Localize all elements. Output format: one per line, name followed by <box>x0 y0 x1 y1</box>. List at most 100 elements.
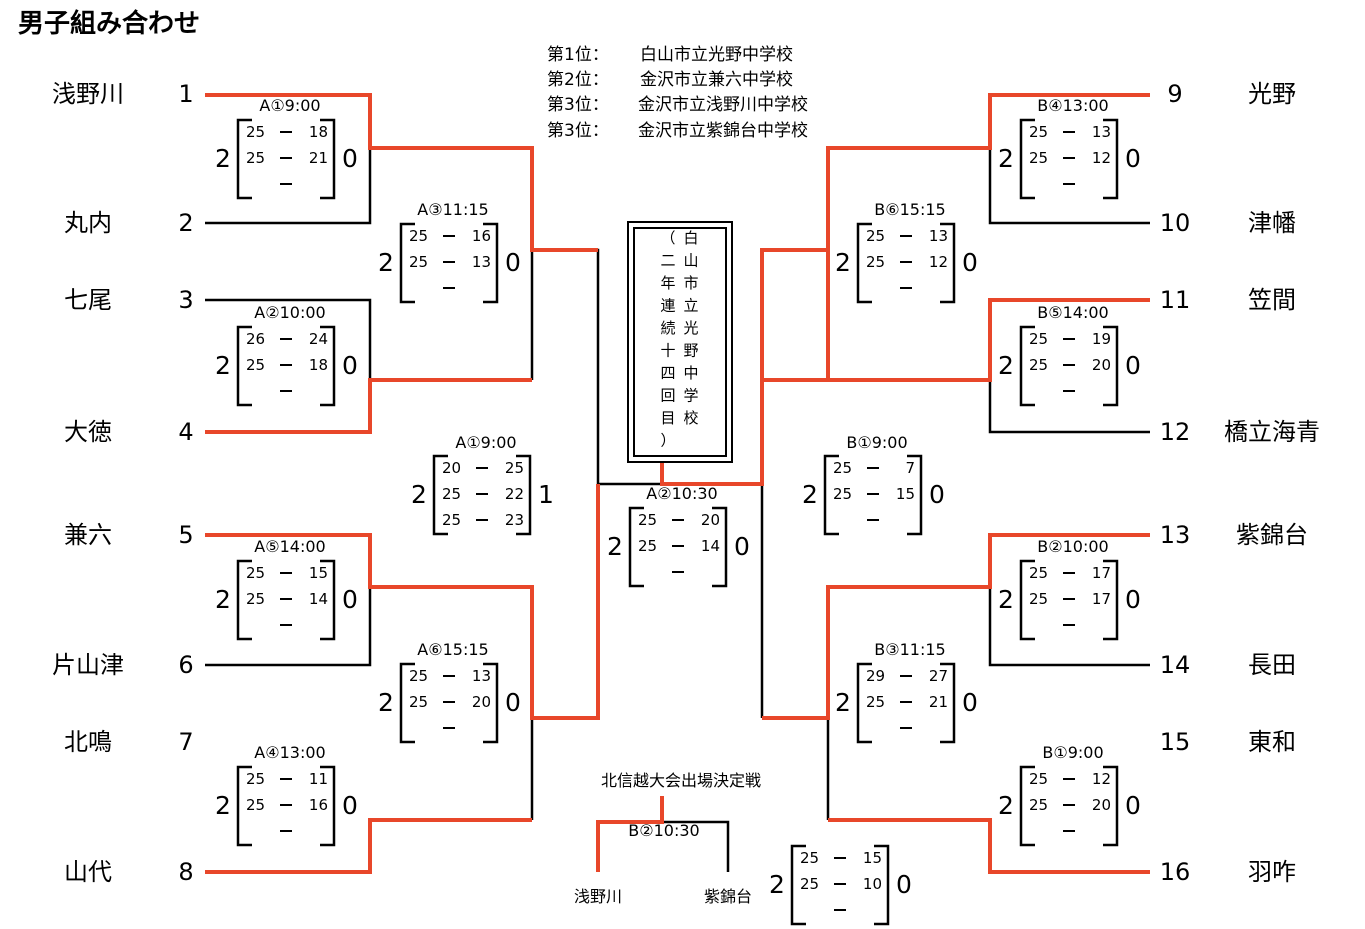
set-score-right: 15 <box>863 849 882 867</box>
sets-won-right: 0 <box>1125 585 1141 614</box>
sets-won-left: 2 <box>998 144 1014 173</box>
set-score-left: 25 <box>833 459 852 477</box>
vertical-char: 四 <box>660 364 675 382</box>
seed-number: 14 <box>1160 651 1191 679</box>
sets-won-left: 2 <box>411 480 427 509</box>
seed-number: 2 <box>178 209 193 237</box>
set-score-left: 25 <box>442 511 461 529</box>
sets-won-left: 2 <box>215 791 231 820</box>
ranking-school: 金沢市立兼六中学校 <box>640 70 793 90</box>
score-bracket-right <box>1103 765 1119 847</box>
score-bracket-right <box>874 844 890 926</box>
sets-won-right: 0 <box>505 248 521 277</box>
seed-number: 13 <box>1160 521 1191 549</box>
set-score-right: 7 <box>905 459 915 477</box>
score-bracket-right <box>907 454 923 536</box>
sets-won-right: 0 <box>734 532 750 561</box>
sets-won-left: 2 <box>835 688 851 717</box>
sets-won-right: 1 <box>538 480 554 509</box>
sets-won-left: 2 <box>769 870 785 899</box>
playoff-title: 北信越大会出場決定戦 <box>601 771 761 790</box>
set-score-left: 25 <box>246 149 265 167</box>
set-score-right: 13 <box>929 227 948 245</box>
vertical-char: 白 <box>683 229 698 247</box>
set-score-right: 17 <box>1092 564 1111 582</box>
set-score-left: 25 <box>246 564 265 582</box>
seed-number: 9 <box>1167 80 1182 108</box>
set-score-right: 12 <box>1092 149 1111 167</box>
score-bracket-right <box>940 222 956 304</box>
set-score-right: 20 <box>701 511 720 529</box>
set-score-right: 19 <box>1092 330 1111 348</box>
score-bracket-right <box>483 222 499 304</box>
set-score-left: 25 <box>833 485 852 503</box>
vertical-char: 回 <box>660 387 675 405</box>
match-label: B③11:15 <box>874 640 945 659</box>
set-score-right: 12 <box>929 253 948 271</box>
sets-won-right: 0 <box>342 144 358 173</box>
set-score-left: 25 <box>246 123 265 141</box>
team-name: 兼六 <box>64 521 112 549</box>
vertical-char: 山 <box>683 252 698 270</box>
right-teams: 9 光野 10 津幡 11 笠間 12 橋立海青 13 紫錦台 14 長田 15… <box>1160 80 1320 886</box>
set-score-left: 25 <box>638 537 657 555</box>
score-bracket-right <box>712 506 728 588</box>
set-score-right: 13 <box>472 667 491 685</box>
match-label: A⑤14:00 <box>254 537 325 556</box>
set-score-right: 11 <box>309 770 328 788</box>
set-score-right: 22 <box>505 485 524 503</box>
set-score-left: 25 <box>866 227 885 245</box>
sets-won-left: 2 <box>802 480 818 509</box>
team-name: 東和 <box>1248 728 1296 756</box>
sets-won-right: 0 <box>1125 144 1141 173</box>
sets-won-left: 2 <box>998 585 1014 614</box>
set-score-right: 21 <box>929 693 948 711</box>
ranking-place: 第1位： <box>547 45 609 65</box>
vertical-char: 光 <box>683 319 698 337</box>
set-score-right: 20 <box>1092 796 1111 814</box>
vertical-char: 野 <box>683 342 698 360</box>
set-score-right: 13 <box>1092 123 1111 141</box>
score-bracket-right <box>1103 559 1119 641</box>
score-bracket-left <box>856 662 872 744</box>
rankings: 第1位： 白山市立光野中学校 第2位： 金沢市立兼六中学校 第3位： 金沢市立浅… <box>547 45 808 141</box>
team-name: 七尾 <box>64 286 112 314</box>
score-bracket-left <box>236 325 252 407</box>
score-bracket-left <box>1019 559 1035 641</box>
set-score-left: 25 <box>866 693 885 711</box>
set-score-left: 25 <box>442 485 461 503</box>
sets-won-left: 2 <box>378 688 394 717</box>
sets-won-left: 2 <box>835 248 851 277</box>
ranking-place: 第2位： <box>547 70 609 90</box>
match-label: B①9:00 <box>846 433 907 452</box>
sets-won-right: 0 <box>342 791 358 820</box>
sets-won-right: 0 <box>342 351 358 380</box>
score-bracket-left <box>790 844 806 926</box>
vertical-char: 中 <box>683 364 698 382</box>
sets-won-left: 2 <box>215 351 231 380</box>
score-bracket-right <box>320 118 336 200</box>
sets-won-right: 0 <box>1125 791 1141 820</box>
match-label: B④13:00 <box>1037 96 1108 115</box>
seed-number: 6 <box>178 651 193 679</box>
score-bracket-left <box>628 506 644 588</box>
score-bracket-left <box>856 222 872 304</box>
seed-number: 12 <box>1160 418 1191 446</box>
team-name: 光野 <box>1248 80 1296 108</box>
score-bracket-right <box>516 454 532 536</box>
sets-won-left: 2 <box>215 144 231 173</box>
set-score-left: 20 <box>442 459 461 477</box>
vertical-char: 連 <box>660 297 675 315</box>
score-bracket-right <box>483 662 499 744</box>
team-name: 紫錦台 <box>1236 521 1308 549</box>
